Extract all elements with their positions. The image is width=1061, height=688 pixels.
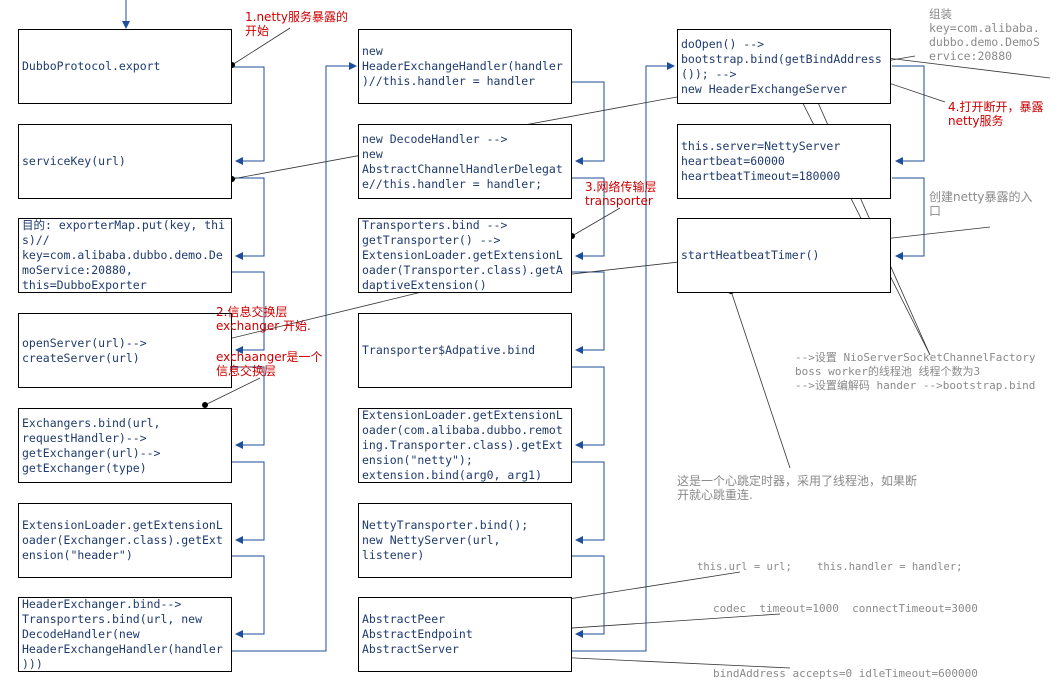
box-exchangers-bind: Exchangers.bind(url, requestHandler)--> … [18, 408, 232, 483]
box-dubbo-protocol-export: DubboProtocol.export [18, 29, 232, 104]
box-transporter-adaptive-bind: Transporter$Adpative.bind [358, 313, 572, 388]
box-netty-server-heartbeat: this.server=NettyServer heartbeat=60000 … [677, 124, 891, 199]
annotation-abstract-peer-fields: this.url = url; this.handler = handler; [697, 561, 963, 573]
box-decode-handler: new DecodeHandler --> new AbstractChanne… [358, 124, 572, 199]
box-service-key: serviceKey(url) [18, 124, 232, 199]
annotation-netty-bootstrap-setup: -->设置 NioServerSocketChannelFactory boss… [795, 351, 1036, 392]
annotation-heartbeat-timer: 这是一个心跳定时器，采用了线程池，如果断 开就心跳重连. [677, 474, 918, 502]
box-abstract-server: AbstractPeer AbstractEndpoint AbstractSe… [358, 597, 572, 672]
box-header-exchanger-bind: HeaderExchanger.bind--> Transporters.bin… [18, 597, 232, 672]
annotation-abstract-server-fields: bindAddress accepts=0 idleTimeout=600000 [713, 667, 978, 680]
annotation-netty-entry: 创建netty暴露的入 口 [929, 190, 1033, 218]
annotation-exchanger-start: 2.信息交换层 exchanger 开始. [216, 305, 311, 333]
box-exchanger-extension-loader: ExtensionLoader.getExtensionLoader(Excha… [18, 503, 232, 578]
annotation-open-netty-service: 4.打开断开，暴露 netty服务 [948, 100, 1044, 128]
box-netty-transporter-bind: NettyTransporter.bind(); new NettyServer… [358, 503, 572, 578]
box-transporters-bind: Transporters.bind --> getTransporter() -… [358, 218, 572, 293]
box-start-heartbeat-timer: startHeatbeatTimer() [677, 218, 891, 293]
box-header-exchange-handler: new HeaderExchangeHandler(handler )//thi… [358, 29, 572, 104]
box-do-open: doOpen() --> bootstrap.bind(getBindAddre… [677, 29, 891, 104]
annotation-transporter-layer: 3.网络传输层 transporter [585, 180, 657, 208]
annotation-abstract-endpoint-fields: codec timeout=1000 connectTimeout=3000 [713, 602, 978, 615]
annotation-assemble-key: 组装 key=com.alibaba. dubbo.demo.DemoS erv… [929, 7, 1040, 63]
box-exporter-map-put: 目的: exporterMap.put(key, this)// key=com… [18, 218, 232, 293]
annotation-netty-export-start: 1.netty服务暴露的 开始 [245, 10, 348, 38]
box-netty-extension-loader: ExtensionLoader.getExtensionLoader(com.a… [358, 408, 572, 483]
annotation-exchanger-layer: exchaanger是一个 信息交换层 [216, 350, 323, 378]
box-open-server: openServer(url)--> createServer(url) [18, 313, 232, 388]
